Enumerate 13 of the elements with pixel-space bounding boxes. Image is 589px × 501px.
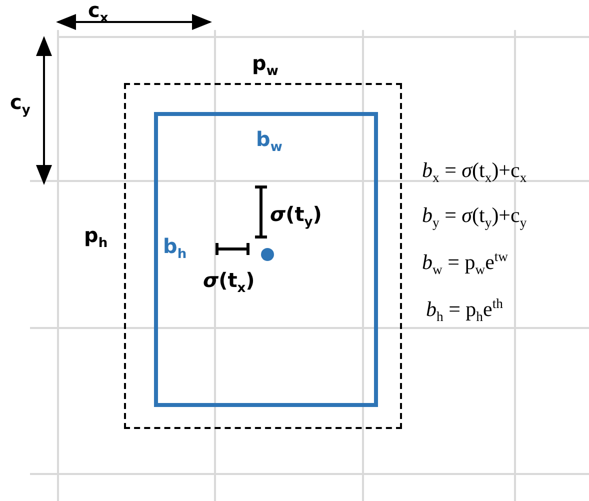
formula: b$_{h}$ = p$_{h}$e$^{th}$ (426, 297, 503, 324)
offset-label: σ(t$_{y}$) (270, 204, 322, 229)
bounding-box (154, 112, 378, 407)
center-dot (261, 248, 274, 261)
width-label: b$_{w}$ (256, 129, 282, 154)
dimension-label: c$_{y}$ (10, 92, 30, 117)
formula: b$_{w}$ = p$_{w}$e$^{tw}$ (422, 250, 508, 277)
height-label: b$_{h}$ (163, 236, 187, 261)
formula: b$_{x}$ = σ(t$_{x}$)+c$_{x}$ (422, 160, 527, 185)
width-label: p$_{w}$ (252, 53, 278, 78)
offset-label: σ(t$_{x}$) (203, 270, 255, 295)
formula: b$_{y}$ = σ(t$_{y}$)+c$_{y}$ (422, 205, 527, 230)
height-label: p$_{h}$ (84, 225, 108, 250)
